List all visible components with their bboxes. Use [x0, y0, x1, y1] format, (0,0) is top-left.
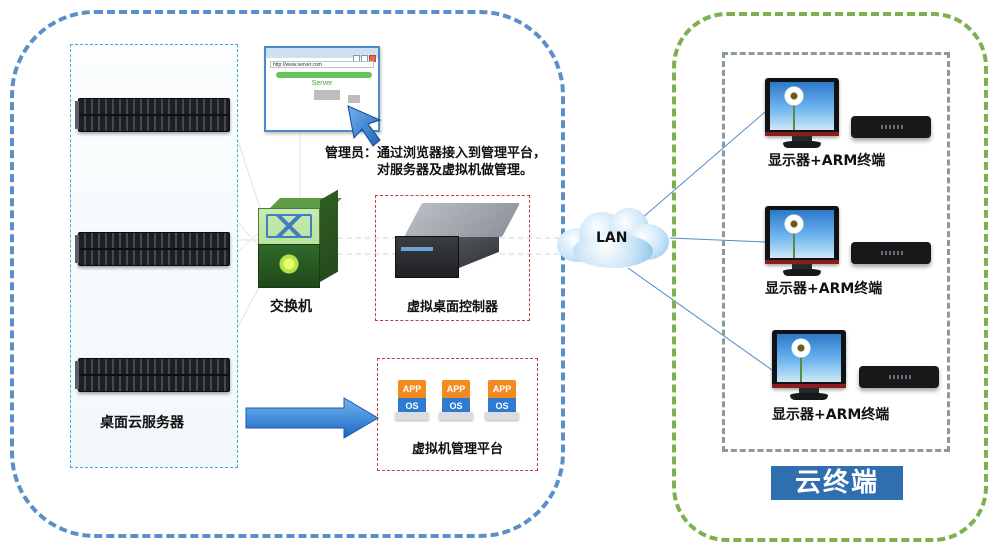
vm-os-label: OS — [488, 398, 516, 414]
monitor-neck — [799, 388, 819, 394]
browser-page-heading: Server — [311, 80, 333, 87]
monitor-screen — [770, 210, 834, 258]
terminal-label: 显示器+ARM终端 — [772, 407, 890, 423]
browser-progress-bar — [276, 72, 372, 78]
server-rack-1 — [75, 98, 230, 132]
switch-hub-icon — [275, 250, 303, 278]
switch-side-face — [320, 189, 338, 282]
monitor-trim — [765, 132, 839, 136]
monitor-trim — [772, 384, 846, 388]
cursor-arrow-icon — [347, 105, 382, 147]
arm-terminal-icon — [851, 242, 931, 264]
terminal-label: 显示器+ARM终端 — [765, 281, 883, 297]
controller-top-face — [404, 203, 521, 237]
monitor-screen — [770, 82, 834, 130]
vm-app-os-icon: APP OS — [439, 380, 473, 420]
switch-arrows-icon — [266, 214, 312, 238]
admin-description: 管理员：通过浏览器接入到管理平台， 对服务器及虚拟机做管理。 — [325, 145, 546, 179]
monitor-neck — [792, 264, 812, 270]
terminal-label: 显示器+ARM终端 — [768, 153, 886, 169]
vm-icon-base — [485, 412, 519, 420]
line-lan-terminal-2 — [669, 237, 766, 243]
browser-titlebar — [266, 48, 378, 58]
vm-app-label: APP — [488, 380, 516, 398]
vm-os-label: OS — [442, 398, 470, 414]
monitor-icon — [765, 78, 839, 148]
browser-content-block — [314, 90, 340, 100]
monitor-icon — [772, 330, 846, 400]
lan-cloud-icon — [553, 206, 671, 270]
browser-window-controls — [352, 49, 376, 62]
datacenter-region — [10, 10, 565, 538]
virtual-desktop-controller — [395, 236, 459, 278]
cloud-terminal-title: 云终端 — [771, 466, 903, 500]
vm-icon-base — [395, 412, 429, 420]
vm-app-label: APP — [442, 380, 470, 398]
admin-description-line-2: 对服务器及虚拟机做管理。 — [377, 163, 534, 178]
monitor-icon — [765, 206, 839, 276]
vm-app-label: APP — [398, 380, 426, 398]
server-rack-2 — [75, 232, 230, 266]
browser-content-block — [348, 95, 360, 103]
vm-app-os-icon: APP OS — [395, 380, 429, 420]
vm-os-label: OS — [398, 398, 426, 414]
vm-platform-frame — [377, 358, 538, 471]
monitor-stand — [783, 269, 821, 276]
flow-arrow-icon — [245, 397, 379, 439]
switch-label: 交换机 — [270, 299, 312, 315]
cloud-terminal-title-text: 云终端 — [794, 468, 879, 498]
server-group-label: 桌面云服务器 — [100, 415, 184, 431]
controller-frame — [375, 195, 530, 321]
cloud-terminal-region — [672, 12, 988, 542]
controller-label: 虚拟桌面控制器 — [407, 300, 499, 315]
admin-description-line-1: 管理员：通过浏览器接入到管理平台， — [325, 146, 547, 161]
lan-label: LAN — [596, 230, 628, 246]
monitor-neck — [792, 136, 812, 142]
vm-icon-base — [439, 412, 473, 420]
monitor-screen — [777, 334, 841, 382]
line-lan-terminal-1 — [641, 111, 766, 219]
vm-platform-label: 虚拟机管理平台 — [412, 442, 504, 457]
browser-url-field: http://www.server.com — [270, 61, 374, 68]
line-lan-terminal-3 — [627, 267, 773, 371]
terminal-group-frame — [722, 52, 950, 452]
monitor-trim — [765, 260, 839, 264]
monitor-stand — [790, 393, 828, 400]
controller-drive-slot — [401, 247, 433, 251]
vm-app-os-icon: APP OS — [485, 380, 519, 420]
server-rack-3 — [75, 358, 230, 392]
monitor-stand — [783, 141, 821, 148]
arm-terminal-icon — [851, 116, 931, 138]
arm-terminal-icon — [859, 366, 939, 388]
